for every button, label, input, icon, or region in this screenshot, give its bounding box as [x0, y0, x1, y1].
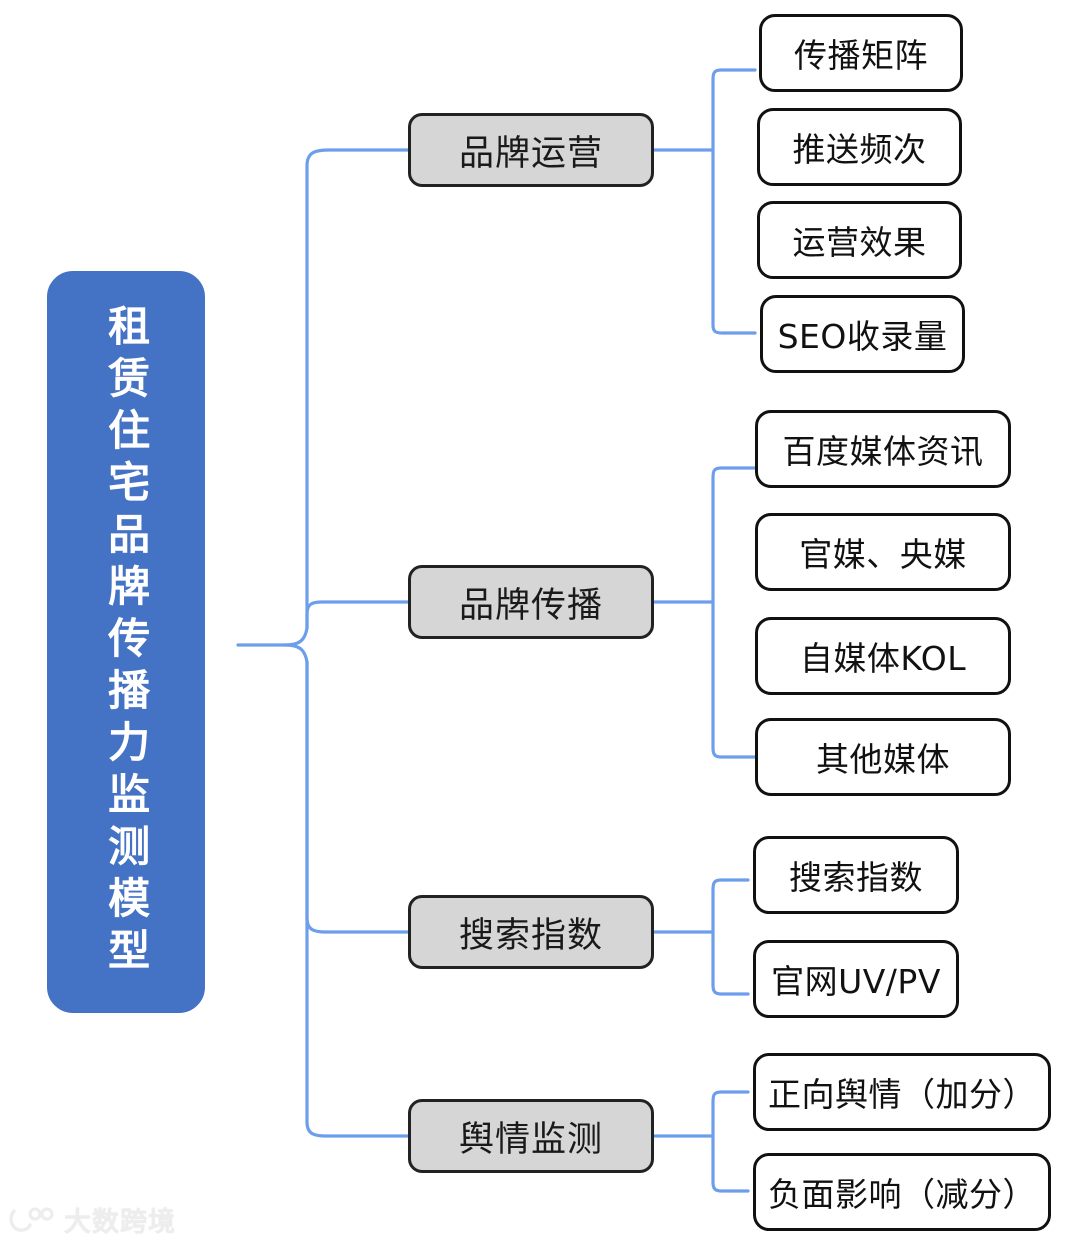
- trunk-brace-upper: [283, 626, 309, 647]
- leaf-node[interactable]: 运营效果: [757, 201, 962, 279]
- leaf-node-label: 传播矩阵: [794, 36, 928, 75]
- leaf-node-label: 正向舆情（加分）: [768, 1075, 1036, 1114]
- leaf-node-label: 负面影响（减分）: [768, 1175, 1036, 1214]
- leaf-node[interactable]: SEO收录量: [760, 295, 965, 373]
- root-node[interactable]: 租赁住宅品牌传播力监测模型: [47, 271, 205, 1013]
- category-node-label: 品牌运营: [458, 133, 603, 174]
- leaf-node-label: 官媒、央媒: [799, 535, 967, 574]
- trunk-to-branch-1: [305, 148, 410, 630]
- leaf-node-label: SEO收录量: [777, 317, 948, 356]
- category-node-label: 搜索指数: [458, 915, 603, 956]
- leaf-node[interactable]: 官媒、央媒: [755, 513, 1011, 591]
- leaf-node-label: 搜索指数: [789, 858, 923, 897]
- leaf-node[interactable]: 传播矩阵: [759, 14, 963, 92]
- leaf-node[interactable]: 搜索指数: [753, 836, 959, 914]
- trunk-brace-lower: [283, 643, 309, 664]
- branch-3-bracket: [711, 878, 750, 996]
- category-node-search-index[interactable]: 搜索指数: [408, 895, 654, 969]
- branch-1-bracket: [711, 68, 757, 335]
- leaf-node[interactable]: 正向舆情（加分）: [753, 1053, 1051, 1131]
- watermark-text: 大数跨境: [64, 1206, 176, 1238]
- leaf-node-label: 百度媒体资讯: [782, 432, 984, 471]
- leaf-node-label: 其他媒体: [816, 740, 950, 779]
- root-node-label: 租赁住宅品牌传播力监测模型: [101, 304, 151, 980]
- leaf-node-label: 推送频次: [792, 130, 927, 169]
- leaf-node[interactable]: 其他媒体: [755, 718, 1011, 796]
- branch-4-bracket: [711, 1090, 750, 1193]
- leaf-node[interactable]: 百度媒体资讯: [755, 410, 1011, 488]
- leaf-node-label: 自媒体KOL: [799, 639, 967, 678]
- leaf-node-label: 运营效果: [792, 223, 927, 262]
- leaf-node[interactable]: 自媒体KOL: [755, 617, 1011, 695]
- category-node-sentiment-monitoring[interactable]: 舆情监测: [408, 1099, 654, 1173]
- trunk-to-branch-4: [305, 660, 410, 1138]
- watermark: 大数跨境: [8, 1198, 176, 1240]
- branch-2-bracket: [711, 466, 757, 759]
- trunk-to-branch-2: [305, 600, 410, 630]
- category-node-brand-operation[interactable]: 品牌运营: [408, 113, 654, 187]
- leaf-node[interactable]: 负面影响（减分）: [753, 1153, 1051, 1231]
- category-node-brand-communication[interactable]: 品牌传播: [408, 565, 654, 639]
- leaf-node-label: 官网UV/PV: [771, 962, 941, 1001]
- leaf-node[interactable]: 官网UV/PV: [753, 940, 959, 1018]
- trunk-to-branch-3: [305, 660, 410, 934]
- category-node-label: 品牌传播: [458, 585, 603, 626]
- category-node-label: 舆情监测: [458, 1119, 603, 1160]
- leaf-node[interactable]: 推送频次: [757, 108, 962, 186]
- brand-logo-icon: [9, 1207, 54, 1232]
